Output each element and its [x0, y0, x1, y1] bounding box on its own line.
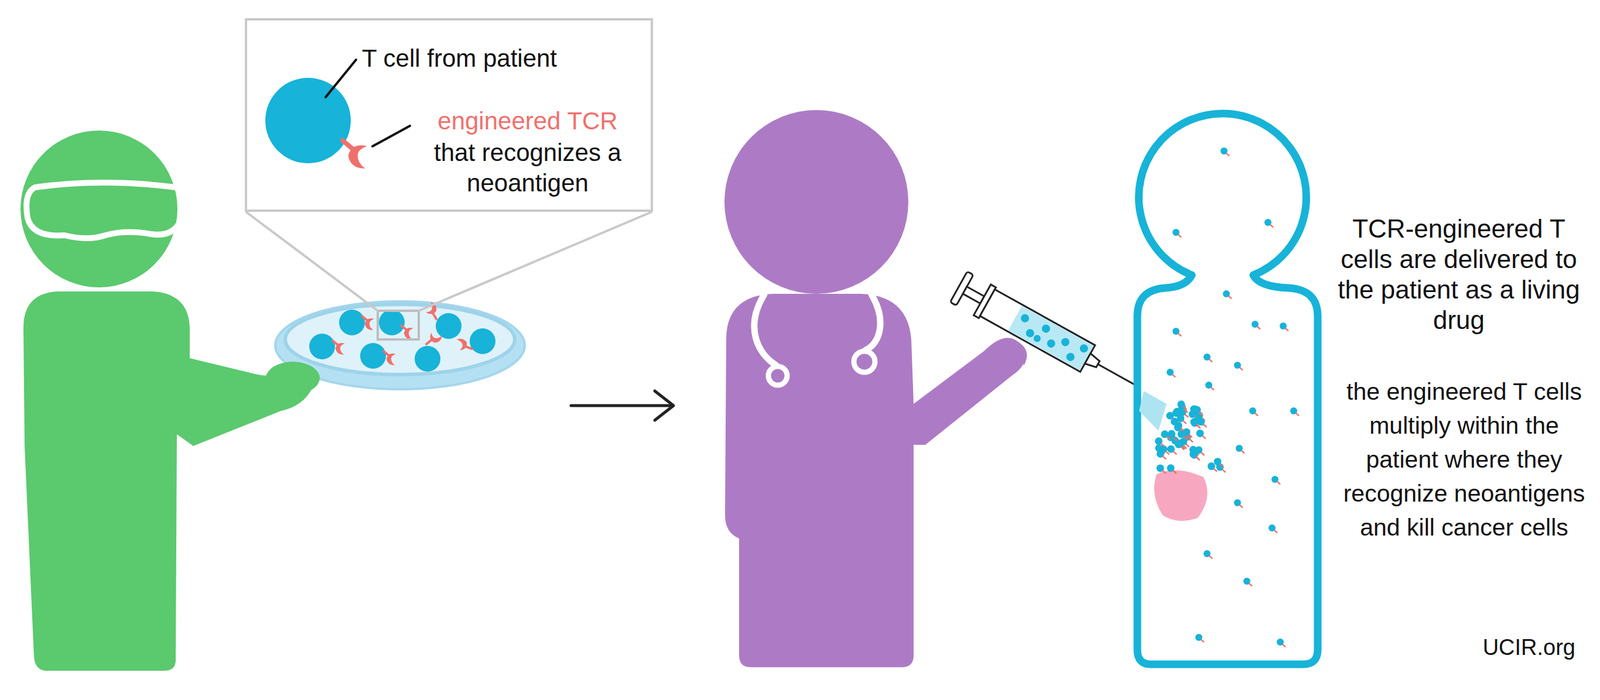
tcr-mark [1203, 424, 1208, 428]
tcr-mark [1183, 445, 1187, 449]
tcr-mark [1202, 435, 1206, 439]
tcr-mark [1274, 530, 1278, 534]
tumor [1154, 470, 1208, 522]
tcr-mark [1172, 374, 1176, 378]
tcr-mark [1277, 481, 1281, 485]
tcr-mark [1173, 438, 1178, 441]
syringe [949, 271, 1151, 405]
callout-highlight: engineered TCR [425, 106, 631, 137]
tcr-mark [1201, 640, 1205, 644]
tcr-mark [1257, 326, 1261, 330]
tcr-mark [1195, 456, 1199, 460]
tcr-mark [1167, 436, 1171, 440]
tcr-mark [1173, 451, 1177, 455]
tcr-mark [1219, 464, 1224, 468]
tcr-mark [1226, 153, 1230, 157]
tcr-mark [1188, 434, 1193, 438]
hand [265, 361, 320, 395]
tcr-mark [1186, 436, 1191, 440]
tcr-mark [1183, 407, 1188, 410]
tcr-mark [1173, 470, 1177, 474]
tcr-mark [1209, 359, 1213, 363]
tcr-mark [1189, 439, 1193, 443]
flow-arrow [571, 391, 674, 421]
caption-note: the engineered T cells multiply within t… [1336, 374, 1592, 545]
tcr-mark [1183, 436, 1188, 440]
caption-note: TCR-engineered T cells are delivered to … [1332, 213, 1585, 336]
tcr-mark [1180, 446, 1185, 450]
leader-line [325, 59, 357, 98]
tcr-mark [1199, 412, 1203, 416]
tcr-mark [1249, 583, 1253, 587]
tcr-mark [1162, 456, 1167, 460]
tcr-mark [1201, 452, 1205, 456]
tcr-symbol [342, 140, 368, 169]
tcr-mark [1222, 469, 1226, 473]
tcr-mark [1282, 644, 1286, 648]
injection-spray [1139, 391, 1167, 432]
callout-label: that recognizes a neoantigen [425, 137, 631, 199]
t-cell [265, 77, 351, 164]
tcr-mark [1255, 413, 1258, 417]
zoom-line [245, 212, 378, 311]
tcr-mark [1213, 468, 1217, 472]
tcr-mark [1185, 443, 1190, 447]
tcr-mark [1239, 505, 1243, 509]
zoom-line [418, 212, 652, 311]
tcr-mark [1183, 421, 1187, 425]
callout-box: T cell from patient engineered TCRthat re… [244, 18, 654, 213]
tcr-mark [1211, 387, 1215, 391]
leader-line [372, 125, 410, 147]
tcr-mark [1160, 443, 1165, 447]
t-cell-dots [1154, 147, 1299, 648]
tcr-mark [1178, 333, 1182, 337]
tcr-mark [1241, 450, 1245, 454]
tcr-mark [1285, 328, 1289, 332]
tcr-mark [1270, 224, 1274, 228]
doctor-figure [724, 110, 1025, 668]
tcr-mark [1239, 367, 1243, 371]
tcr-mark [1209, 556, 1213, 560]
watermark: UCIR.org [1428, 634, 1576, 661]
tcr-mark [1186, 435, 1191, 439]
callout-label: T cell from patient [361, 43, 638, 74]
tcr-mark [1184, 414, 1189, 418]
tcr-mark [1296, 413, 1299, 417]
tcr-mark [1162, 470, 1167, 474]
tcr-mark [1228, 296, 1232, 300]
patient-outline [1137, 113, 1318, 665]
tcr-mark [1178, 234, 1182, 238]
tcr-mark [1180, 428, 1185, 432]
